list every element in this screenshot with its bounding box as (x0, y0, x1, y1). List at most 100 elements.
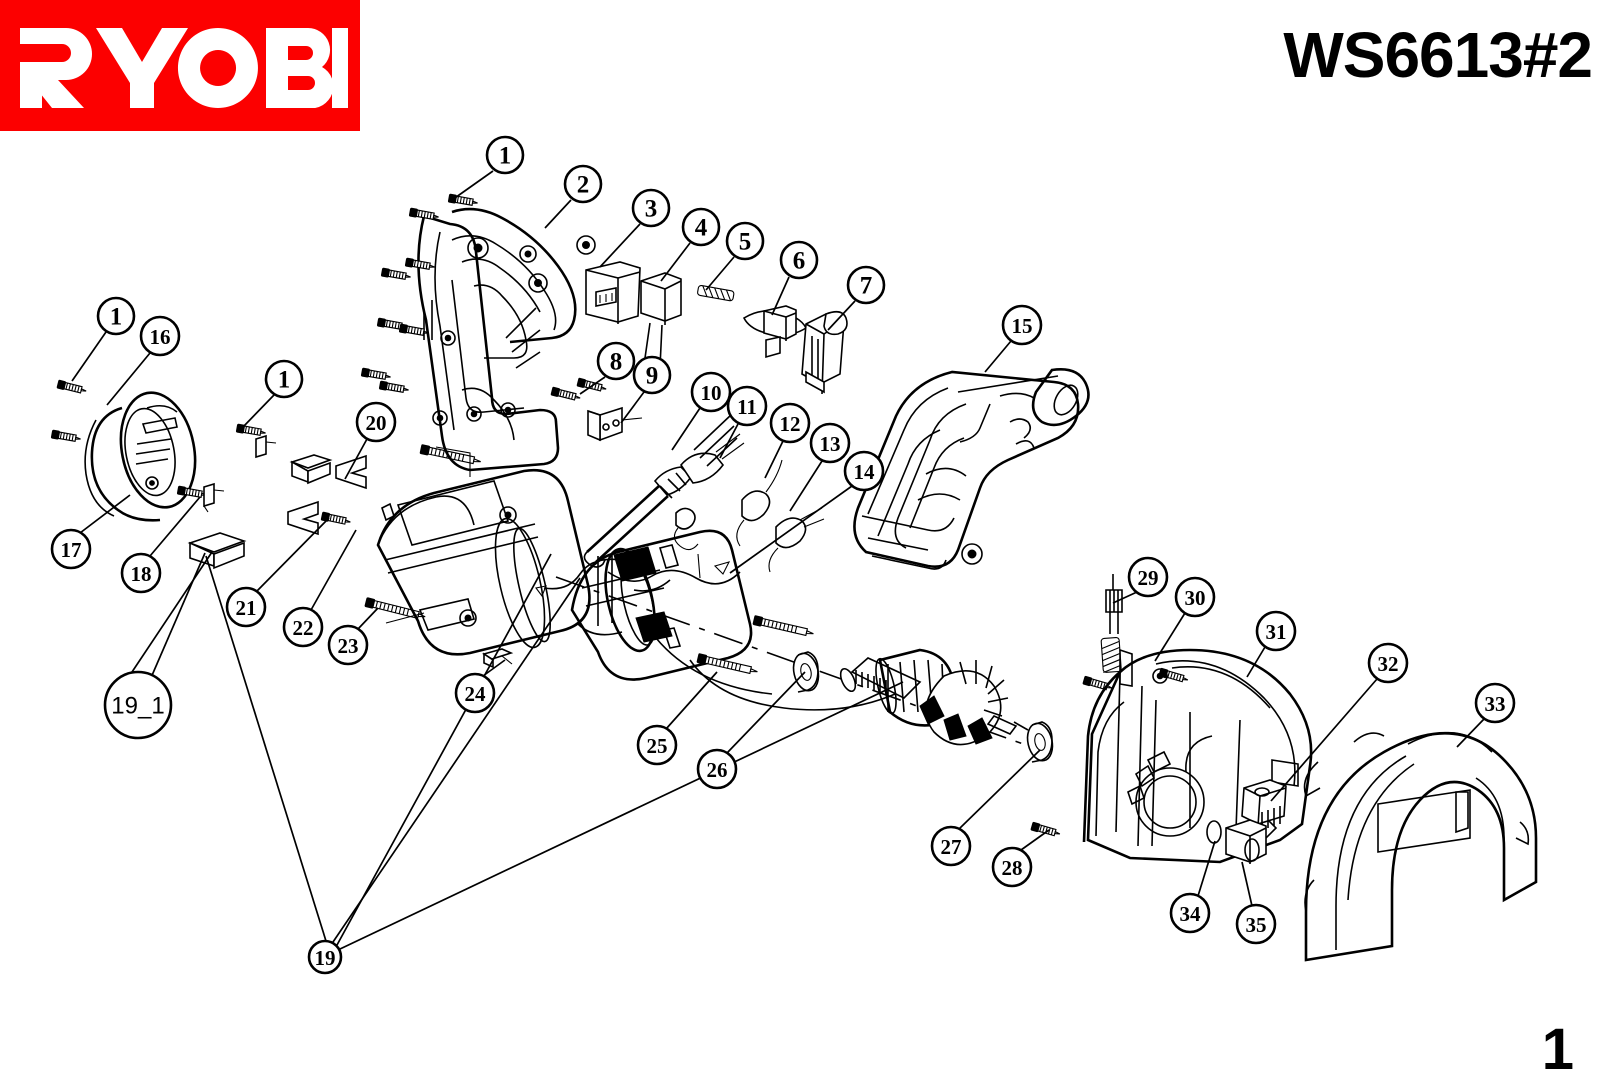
callout-circle (696, 748, 738, 790)
leader-line-4 (660, 242, 691, 282)
callout-bubble-8[interactable]: 8 (596, 341, 636, 381)
callout-label: 9 (646, 363, 659, 390)
cord-and-wiring-group (535, 413, 825, 598)
leader-line-1 (451, 170, 494, 201)
callout-bubbles: 1234567891011121314151161171819_12021222… (50, 135, 1516, 975)
callout-circle (1235, 903, 1277, 945)
callout-bubble-7[interactable]: 7 (846, 265, 886, 305)
callout-circle (991, 846, 1033, 888)
callout-label: 1 (278, 367, 291, 394)
callout-label: 2 (577, 172, 590, 199)
brush-hardware-group (287, 444, 514, 669)
callout-label: 27 (941, 835, 962, 859)
callout-circle (355, 401, 397, 443)
callout-leader-lines (71, 170, 1485, 950)
callout-bubble-10[interactable]: 10 (690, 371, 732, 413)
page-number: 1 (1541, 1017, 1574, 1082)
callout-circle (726, 385, 768, 427)
callout-bubble-14[interactable]: 14 (843, 450, 885, 492)
callout-circle (690, 371, 732, 413)
callout-label: 15 (1012, 314, 1033, 338)
callout-bubble-25[interactable]: 25 (636, 724, 678, 766)
callout-bubble-16[interactable]: 16 (139, 315, 181, 357)
leader-line-19-extra-1 (336, 553, 552, 946)
callout-label: 25 (647, 734, 668, 758)
leader-line-19-extra-0 (205, 555, 327, 942)
callout-bubble-20[interactable]: 20 (355, 401, 397, 443)
leader-line-6 (771, 276, 790, 316)
callout-bubble-22[interactable]: 22 (282, 606, 324, 648)
callout-bubble-21[interactable]: 21 (225, 586, 267, 628)
callout-circle (454, 672, 496, 714)
callout-circle (307, 939, 343, 975)
callout-bubble-17[interactable]: 17 (50, 528, 92, 570)
leader-line-11 (719, 423, 739, 459)
callout-label: 32 (1378, 652, 1399, 676)
callout-bubble-12[interactable]: 12 (769, 402, 811, 444)
callout-bubble-23[interactable]: 23 (327, 624, 369, 666)
callout-bubble-28[interactable]: 28 (991, 846, 1033, 888)
callout-label: 33 (1485, 692, 1506, 716)
leader-line-16 (106, 352, 151, 406)
callout-bubble-15[interactable]: 15 (1001, 304, 1043, 346)
callout-bubble-11[interactable]: 11 (726, 385, 768, 427)
callout-bubble-24[interactable]: 24 (454, 672, 496, 714)
leader-line-22 (310, 529, 357, 611)
callout-bubble-5[interactable]: 5 (725, 221, 765, 261)
callout-circle (282, 606, 324, 648)
callout-label: 1 (499, 143, 512, 170)
callout-label: 35 (1246, 913, 1267, 937)
callout-bubble-4[interactable]: 4 (681, 207, 721, 247)
leader-line-3 (599, 223, 641, 268)
leader-line-25 (665, 671, 718, 730)
callout-label: 23 (338, 634, 359, 658)
callout-bubble-1[interactable]: 1 (485, 135, 525, 175)
callout-bubble-27[interactable]: 27 (930, 825, 972, 867)
callout-bubble-1[interactable]: 1 (96, 296, 136, 336)
left-handle-housing-group (360, 193, 596, 472)
callout-label: 19_1 (111, 693, 164, 720)
callout-label: 18 (131, 562, 152, 586)
callout-label: 31 (1266, 620, 1287, 644)
leader-line-7 (827, 300, 856, 331)
leader-line-19 (332, 577, 581, 943)
callout-bubble-6[interactable]: 6 (779, 240, 819, 280)
callout-bubble-2[interactable]: 2 (563, 164, 603, 204)
callout-bubble-19_1[interactable]: 19_1 (103, 670, 173, 740)
callout-bubble-34[interactable]: 34 (1169, 892, 1211, 934)
callout-bubble-19[interactable]: 19 (307, 939, 343, 975)
callout-label: 29 (1138, 566, 1159, 590)
callout-bubble-9[interactable]: 9 (632, 355, 672, 395)
leader-line-31 (1246, 646, 1266, 678)
leader-line-23 (357, 607, 379, 630)
callout-circle (596, 341, 636, 381)
callout-bubble-32[interactable]: 32 (1367, 642, 1409, 684)
callout-label: 24 (465, 682, 487, 706)
callout-circle (50, 528, 92, 570)
callout-bubble-29[interactable]: 29 (1127, 556, 1169, 598)
callout-label: 4 (695, 215, 708, 242)
callout-bubble-1[interactable]: 1 (264, 359, 304, 399)
callout-bubble-13[interactable]: 13 (809, 422, 851, 464)
callout-bubble-35[interactable]: 35 (1235, 903, 1277, 945)
page-title: WS6613#2 (1283, 19, 1593, 91)
leader-line-28 (1020, 829, 1050, 851)
field-stator-group (570, 529, 753, 681)
callout-bubble-26[interactable]: 26 (696, 748, 738, 790)
callout-label: 6 (793, 248, 806, 275)
callout-bubble-3[interactable]: 3 (631, 188, 671, 228)
callout-circle (725, 221, 765, 261)
callout-bubble-33[interactable]: 33 (1474, 682, 1516, 724)
callout-label: 12 (780, 412, 801, 436)
callout-circle (1001, 304, 1043, 346)
callout-label: 8 (610, 349, 623, 376)
callout-bubble-31[interactable]: 31 (1255, 610, 1297, 652)
callout-label: 13 (820, 432, 841, 456)
leader-line-34 (1197, 840, 1216, 897)
callout-bubble-18[interactable]: 18 (120, 552, 162, 594)
leader-line-19_1-extra-0 (127, 551, 213, 679)
leader-line-32 (1270, 678, 1378, 802)
callout-bubble-30[interactable]: 30 (1174, 576, 1216, 618)
right-handle-housing-group (853, 368, 1090, 570)
